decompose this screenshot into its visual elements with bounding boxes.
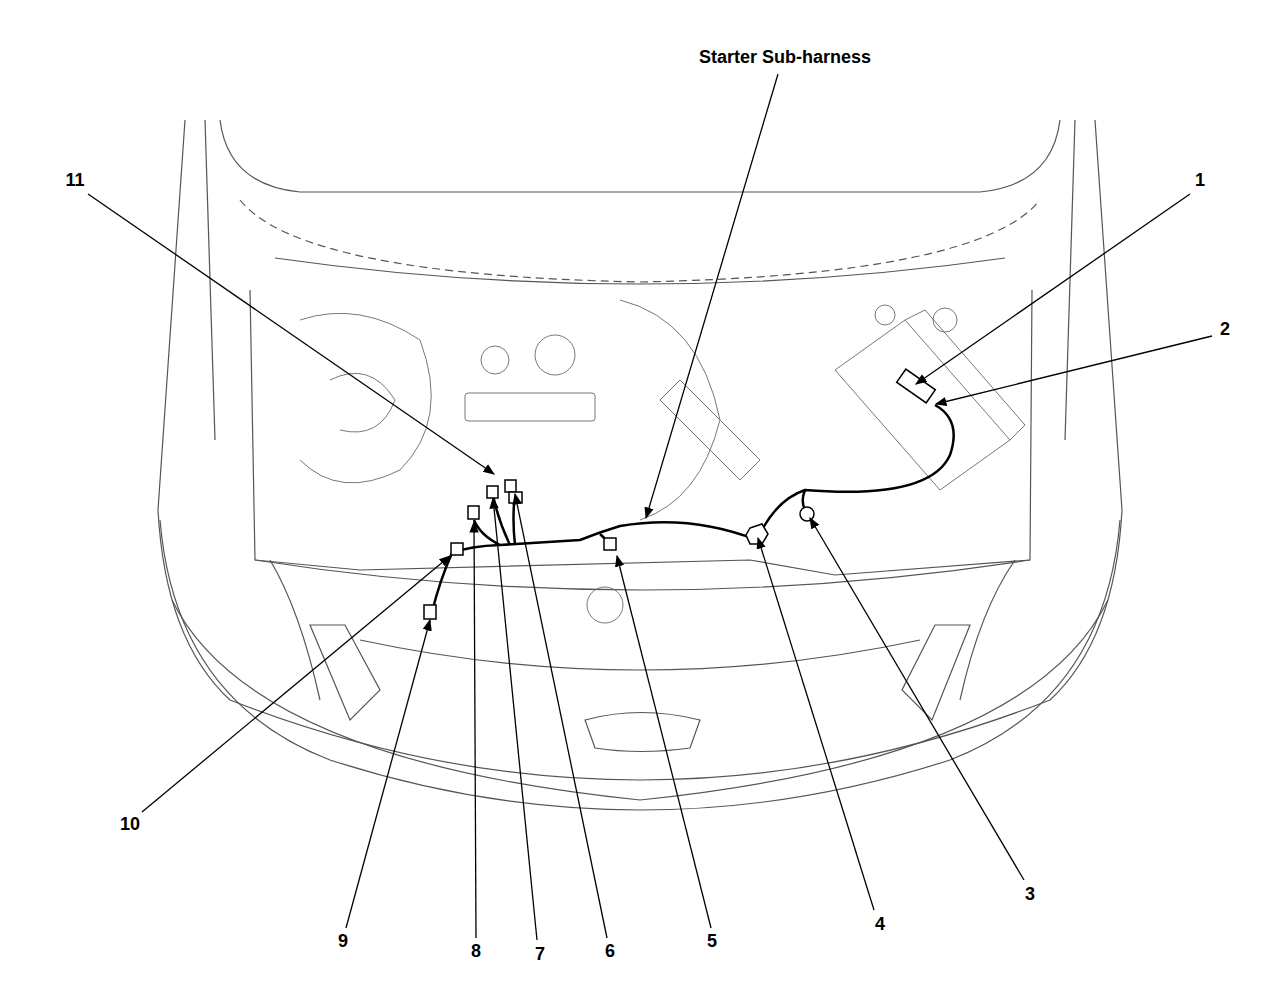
callout-number: 4: [873, 915, 887, 935]
callout-number: 5: [705, 932, 719, 952]
callout-number: 8: [469, 942, 483, 962]
callout-number: 11: [63, 171, 86, 191]
callout-number: 10: [118, 815, 142, 835]
car-body: [158, 120, 1122, 810]
callout-number: 9: [336, 932, 350, 952]
part-name: Starter Sub-harness: [697, 48, 873, 68]
leader-line: [88, 74, 1212, 940]
callout-number: 6: [603, 942, 617, 962]
callout-number: 3: [1023, 885, 1037, 905]
callout-number: 2: [1218, 320, 1232, 340]
callout-number: 1: [1193, 171, 1207, 191]
callout-number: 7: [533, 945, 547, 965]
wire-harness: [432, 405, 954, 612]
